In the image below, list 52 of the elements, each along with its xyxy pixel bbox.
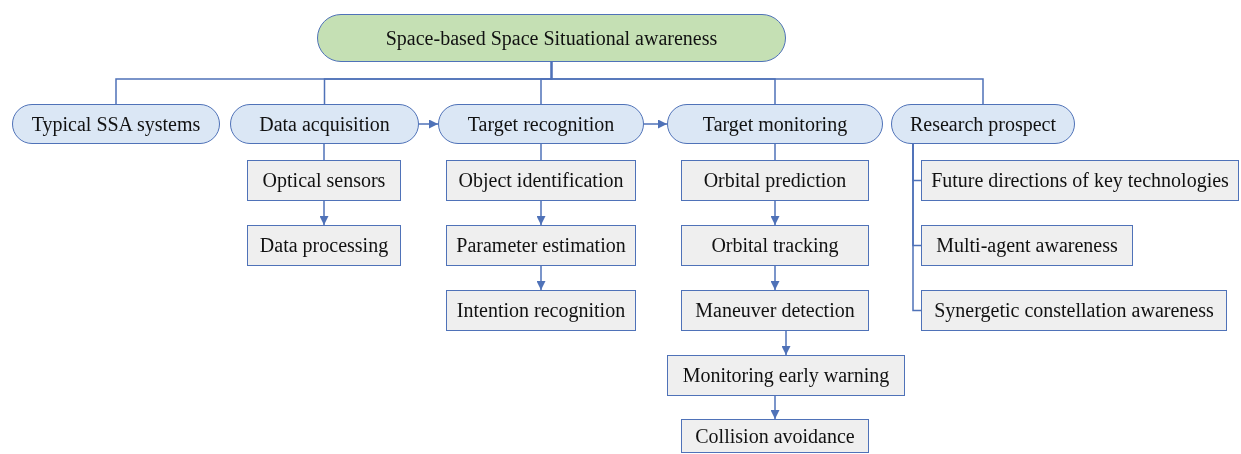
connector-line: [774, 143, 776, 161]
process-box: [247, 225, 401, 266]
node-text: Object identification: [458, 169, 624, 192]
node-text: Data processing: [259, 234, 389, 257]
node-text: Synergetic constellation awareness: [934, 299, 1214, 322]
node-text: Target recognition: [467, 112, 615, 136]
arrow: [770, 395, 780, 420]
node-text: Parameter estimation: [456, 234, 626, 257]
root-pill: [317, 14, 786, 62]
category-pill: [667, 104, 883, 144]
node-text: Monitoring early warning: [682, 364, 890, 387]
category-pill: [12, 104, 220, 144]
process-box: [921, 160, 1239, 201]
node-text: Multi-agent awareness: [936, 234, 1118, 257]
node-text: Intention recognition: [456, 299, 626, 322]
connector-line: [540, 143, 542, 161]
node-text: Orbital tracking: [711, 234, 839, 257]
process-box: [667, 355, 905, 396]
node-text: Data acquisition: [259, 112, 390, 136]
node-text: Target monitoring: [702, 112, 848, 136]
node-text: Optical sensors: [262, 169, 386, 192]
arrow: [781, 330, 791, 356]
node-text: Orbital prediction: [703, 169, 847, 192]
node-text: Space-based Space Situational awareness: [385, 26, 718, 50]
node-text: Collision avoidance: [695, 424, 855, 448]
node-text: Typical SSA systems: [31, 112, 201, 136]
node-text: Future directions of key technologies: [931, 169, 1229, 192]
category-pill: [891, 104, 1075, 144]
arrow: [643, 119, 668, 129]
process-box: [681, 419, 869, 453]
arrow: [536, 265, 546, 291]
process-box: [921, 225, 1133, 266]
category-pill: [230, 104, 419, 144]
node-text: Research prospect: [909, 112, 1056, 136]
node-text: Maneuver detection: [695, 299, 855, 322]
arrow: [770, 200, 780, 226]
process-box: [921, 290, 1227, 331]
arrow: [536, 200, 546, 226]
process-box: [681, 225, 869, 266]
arrow: [418, 119, 439, 129]
arrow: [319, 200, 329, 226]
process-box: [681, 290, 869, 331]
process-box: [681, 160, 869, 201]
arrow: [770, 265, 780, 291]
process-box: [247, 160, 401, 201]
connector-line: [323, 143, 325, 161]
category-pill: [438, 104, 644, 144]
connector-line: [550, 61, 984, 105]
process-box: [446, 225, 636, 266]
process-box: [446, 160, 636, 201]
connector-line: [912, 143, 922, 312]
process-box: [446, 290, 636, 331]
